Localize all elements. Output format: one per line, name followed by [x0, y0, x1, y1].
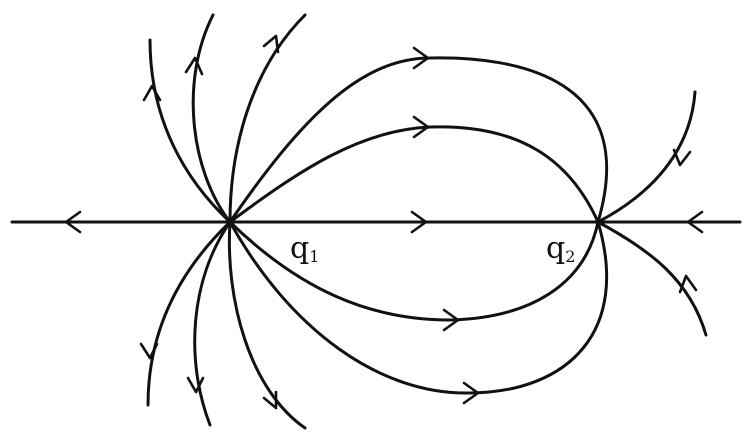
arrow-q2-lower-right: [678, 274, 698, 294]
charge-label-q2: q2: [546, 231, 575, 266]
arrow-axis-right: [686, 210, 704, 234]
field-line-lower-outer: [228, 220, 609, 395]
field-line-q1-up-3: [228, 13, 307, 224]
field-line-q2-upper-right: [596, 90, 697, 224]
arrow-q1-up-2: [184, 56, 204, 76]
arrow-q1-down-2: [186, 376, 205, 394]
arrow-q2-upper-right: [672, 148, 692, 167]
field-line-upper-inner: [228, 125, 600, 224]
arrow-upper-outer: [412, 46, 430, 70]
field-line-q1-down-3: [227, 220, 307, 430]
field-line-q1-down-2: [193, 220, 232, 427]
field-line-q1-up-2: [191, 13, 232, 224]
arrow-q1-down-1: [139, 342, 159, 360]
arrow-q1-up-1: [142, 84, 162, 102]
field-line-q2-lower-right: [596, 220, 708, 337]
arrow-upper-inner: [412, 115, 430, 139]
field-line-q1-down-1: [146, 220, 232, 407]
arrow-axis-left: [64, 210, 82, 234]
field-line-q1-up-1: [148, 38, 232, 224]
arrow-axis-middle: [410, 210, 428, 234]
arrow-q1-down-3: [262, 390, 278, 410]
arrow-lower-inner: [442, 308, 460, 332]
field-line-upper-outer: [228, 56, 609, 224]
charge-subscript-q1: 1: [309, 247, 319, 266]
charge-symbol-q1: q: [290, 231, 309, 266]
field-line-lower-inner: [228, 220, 600, 322]
arrow-lower-outer: [462, 381, 480, 405]
charge-symbol-q2: q: [546, 231, 565, 266]
charge-subscript-q2: 2: [565, 247, 575, 266]
arrow-q1-up-3: [262, 34, 280, 54]
charge-label-q1: q1: [290, 231, 319, 266]
